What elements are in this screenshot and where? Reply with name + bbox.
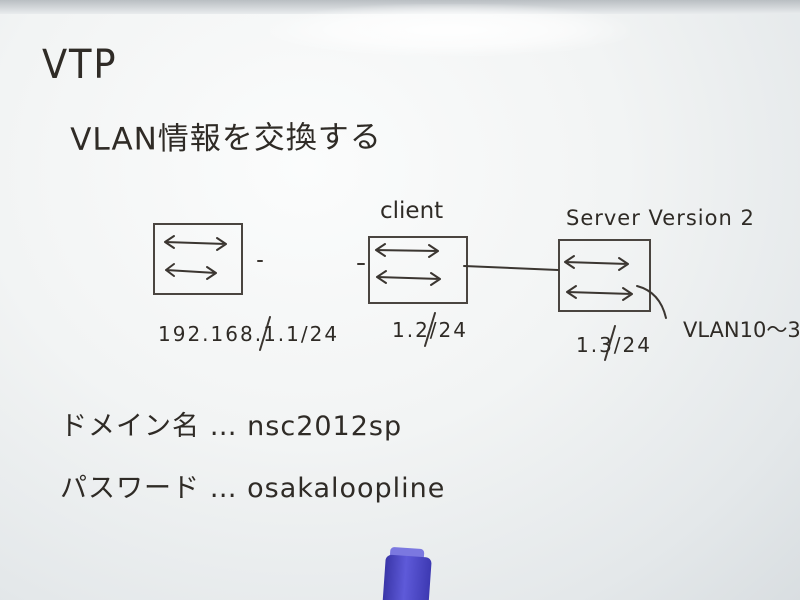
label-server-version: Server Version 2 <box>566 206 755 230</box>
switch-server <box>558 239 651 312</box>
arrow-pair-left <box>164 235 227 280</box>
ip-label-left: 192.168.1.1/24 <box>158 322 340 346</box>
link-client-server <box>463 265 559 271</box>
arrow-pair-client <box>375 243 441 286</box>
heading-vtp: VTP <box>42 42 118 88</box>
domain-name-line: ドメイン名 … nsc2012sp <box>60 411 403 442</box>
vlan-range-note: VLAN10～3 <box>683 318 800 342</box>
pointer-to-vlan-note <box>636 285 667 319</box>
switch-left <box>153 223 243 295</box>
switch-client <box>368 236 468 304</box>
arrow-pair-server <box>564 255 633 301</box>
ip-label-client: 1.2/24 <box>392 318 468 342</box>
ip-label-server: 1.3/24 <box>576 333 652 357</box>
light-glare <box>270 4 630 56</box>
label-client: client <box>380 198 444 224</box>
whiteboard-eraser <box>382 554 432 600</box>
password-line: パスワード … osakaloopline <box>60 473 446 504</box>
